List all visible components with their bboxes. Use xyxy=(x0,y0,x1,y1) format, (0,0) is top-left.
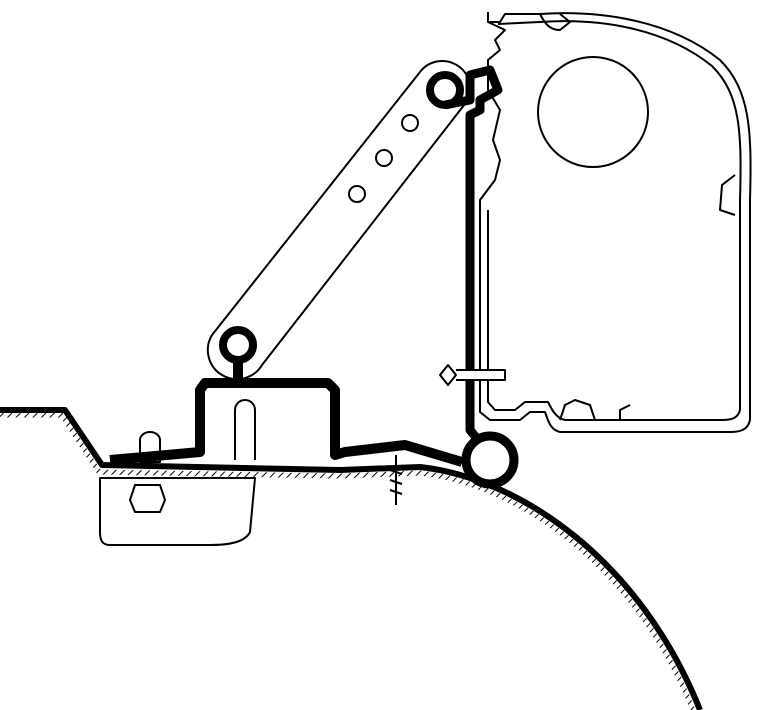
interior-cover xyxy=(99,477,256,546)
self-tapping-screw xyxy=(389,441,407,505)
roof-panel xyxy=(0,407,703,710)
awning-roller-tube xyxy=(537,56,649,168)
arm-hole xyxy=(401,114,419,132)
arm-hole xyxy=(375,149,393,167)
plug xyxy=(234,399,256,460)
roof-bracket xyxy=(109,378,464,467)
awning-cassette xyxy=(479,12,752,433)
arm-hole xyxy=(348,185,366,203)
adjustment-arm xyxy=(206,59,472,381)
vertical-bracket xyxy=(444,65,503,443)
nut xyxy=(129,431,166,513)
roof-panel-hatch xyxy=(0,412,696,710)
bolt xyxy=(439,364,506,386)
